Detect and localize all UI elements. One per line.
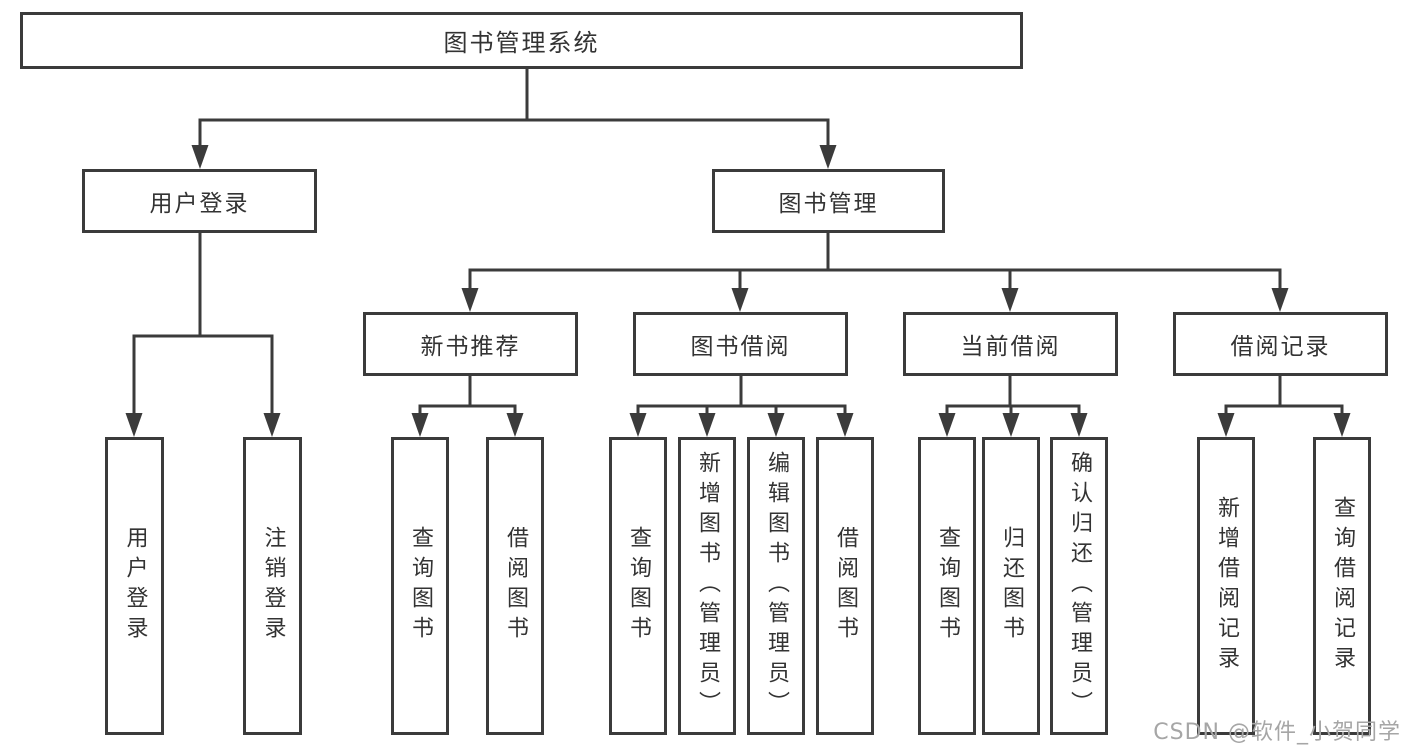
leaf-label: 新增借阅记录 xyxy=(1214,496,1239,676)
leaf-label: 查询图书 xyxy=(408,526,433,646)
leaf-add-borrow-record: 新增借阅记录 xyxy=(1197,437,1255,735)
node-current-borrow: 当前借阅 xyxy=(903,312,1118,376)
node-current-borrow-label: 当前借阅 xyxy=(960,334,1061,360)
leaf-user-login: 用户登录 xyxy=(105,437,164,735)
connector-new-book-recommend-to-children xyxy=(411,374,524,437)
node-new-book-recommend: 新书推荐 xyxy=(363,312,578,376)
node-borrow-record-label: 借阅记录 xyxy=(1230,334,1331,360)
connector-book-borrow-to-children xyxy=(629,374,854,437)
leaf-current-query-book: 查询图书 xyxy=(918,437,976,735)
connector-user-login-to-children xyxy=(125,231,281,437)
connector-current-borrow-to-children xyxy=(938,374,1088,437)
leaf-recommend-borrow-book: 借阅图书 xyxy=(486,437,544,735)
node-root-label: 图书管理系统 xyxy=(443,29,600,57)
leaf-recommend-query-book: 查询图书 xyxy=(391,437,449,735)
leaf-add-book-admin: 新增图书（管理员） xyxy=(678,437,736,735)
leaf-label: 新增图书（管理员） xyxy=(695,451,720,721)
leaf-label: 注销登录 xyxy=(260,526,286,646)
node-borrow-record: 借阅记录 xyxy=(1173,312,1388,376)
csdn-watermark: CSDN @软件_小贺同学 xyxy=(1153,720,1401,745)
node-new-book-recommend-label: 新书推荐 xyxy=(420,334,521,360)
leaf-label: 查询图书 xyxy=(626,526,651,646)
connector-book-management-to-level3 xyxy=(461,231,1289,312)
node-book-management: 图书管理 xyxy=(712,169,945,233)
node-book-management-label: 图书管理 xyxy=(778,191,879,217)
leaf-return-book: 归还图书 xyxy=(982,437,1040,735)
leaf-query-borrow-record: 查询借阅记录 xyxy=(1313,437,1371,735)
leaf-label: 借阅图书 xyxy=(833,526,858,646)
leaf-confirm-return-admin: 确认归还（管理员） xyxy=(1050,437,1108,735)
node-user-login-label: 用户登录 xyxy=(149,191,250,217)
node-book-borrow-label: 图书借阅 xyxy=(690,334,791,360)
leaf-label: 归还图书 xyxy=(999,526,1024,646)
leaf-logout: 注销登录 xyxy=(243,437,302,735)
leaf-label: 确认归还（管理员） xyxy=(1067,451,1092,721)
leaf-borrow-book: 借阅图书 xyxy=(816,437,874,735)
leaf-label: 用户登录 xyxy=(122,526,148,646)
leaf-label: 查询图书 xyxy=(935,526,960,646)
node-user-login: 用户登录 xyxy=(82,169,317,233)
leaf-label: 查询借阅记录 xyxy=(1330,496,1355,676)
node-root: 图书管理系统 xyxy=(20,12,1023,69)
leaf-edit-book-admin: 编辑图书（管理员） xyxy=(747,437,805,735)
node-book-borrow: 图书借阅 xyxy=(633,312,848,376)
leaf-label: 借阅图书 xyxy=(503,526,528,646)
leaf-borrow-query-book: 查询图书 xyxy=(609,437,667,735)
connector-borrow-record-to-children xyxy=(1217,374,1351,437)
leaf-label: 编辑图书（管理员） xyxy=(764,451,789,721)
connector-root-to-level2 xyxy=(191,67,837,169)
